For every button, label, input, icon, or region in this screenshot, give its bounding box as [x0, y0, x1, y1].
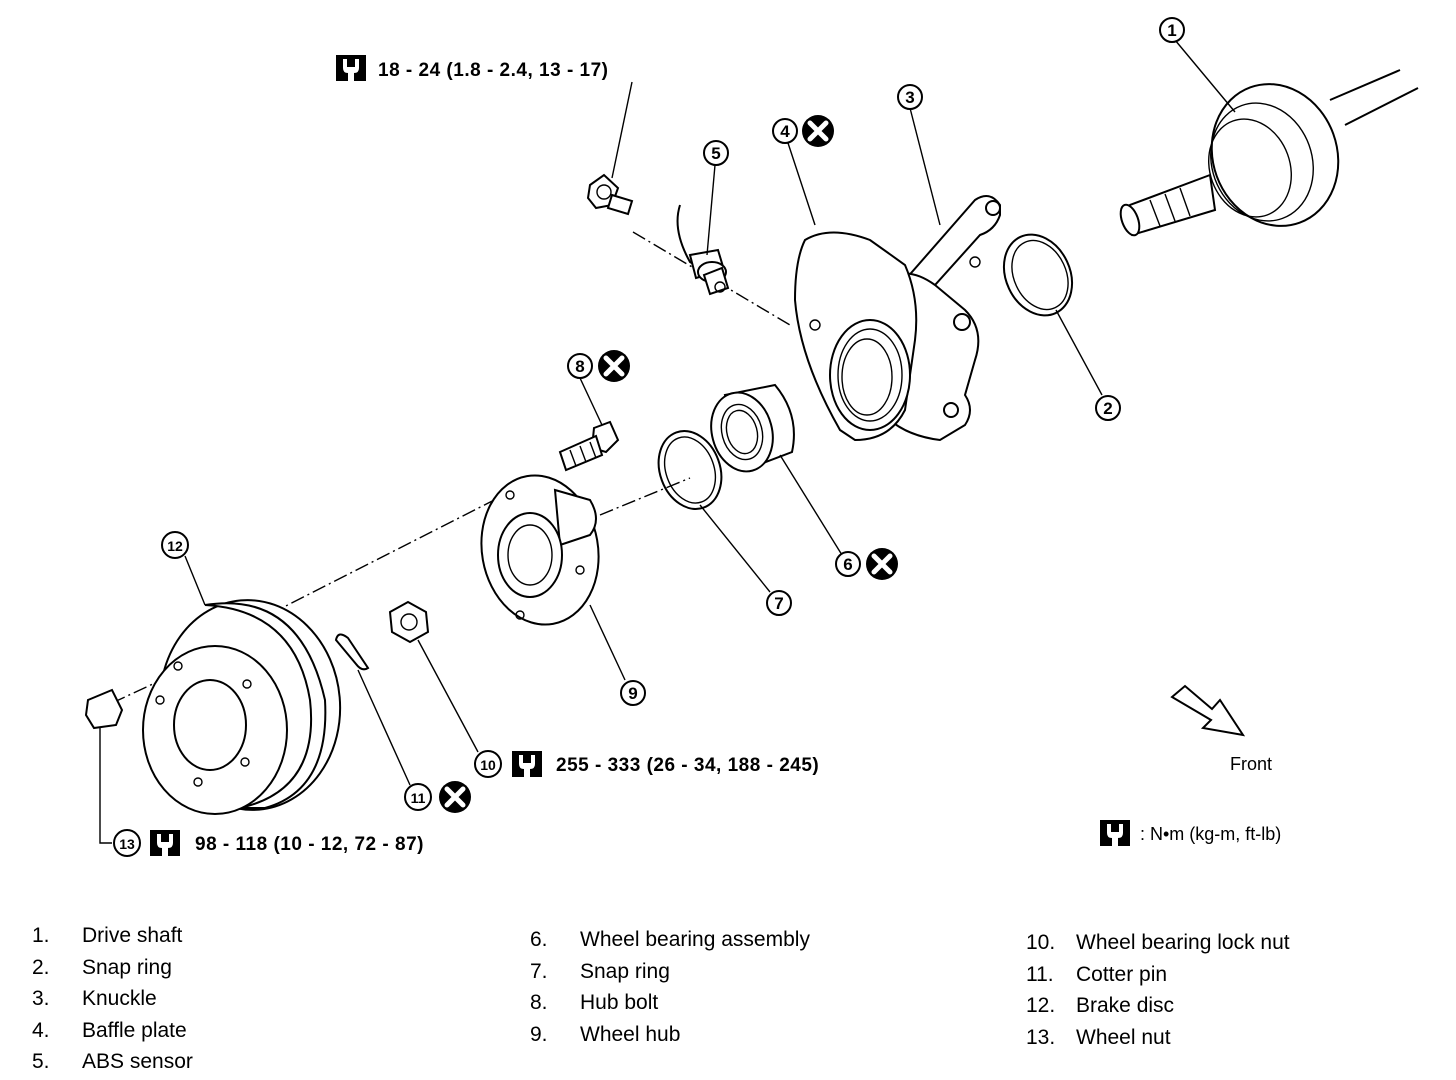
legend-column-2: 6.Wheel bearing assembly 7.Snap ring 8.H…: [530, 924, 810, 1050]
centerline-hub: [269, 491, 511, 615]
callout-10: 10: [474, 750, 502, 778]
wheel-nut-part: [84, 688, 124, 730]
legend-column-1: 1.Drive shaft 2.Snap ring 3.Knuckle 4.Ba…: [32, 920, 193, 1078]
callout-8: 8: [567, 353, 593, 379]
svg-text:2: 2: [1103, 399, 1112, 418]
callout-11: 11: [404, 783, 432, 811]
svg-text:9: 9: [628, 684, 637, 703]
torque-spec-lock-nut: 255 - 333 (26 - 34, 188 - 245): [556, 755, 819, 776]
snap-ring-2-part: [1002, 233, 1074, 317]
legend-item: 4.Baffle plate: [32, 1018, 187, 1042]
svg-text:1: 1: [1167, 21, 1176, 40]
front-label: Front: [1230, 754, 1272, 774]
legend-item: 3.Knuckle: [32, 987, 157, 1010]
brake-disc-part: [142, 599, 342, 815]
callout-4: 4: [772, 118, 798, 144]
legend-column-3: 10.Wheel bearing lock nut 11.Cotter pin …: [1026, 927, 1290, 1053]
callout-2: 2: [1095, 395, 1121, 421]
torque-wrench-icon: [512, 751, 542, 777]
legend-item: 1.Drive shaft: [32, 924, 183, 947]
svg-text:5: 5: [711, 144, 720, 163]
callout-3: 3: [897, 84, 923, 110]
abs-sensor-bolt-part: [586, 173, 634, 216]
abs-sensor-part: [676, 204, 730, 296]
callout-13: 13: [113, 829, 141, 857]
callout-6: 6: [835, 551, 861, 577]
svg-text:12: 12: [167, 538, 183, 554]
do-not-reuse-icon: [866, 548, 898, 580]
legend-item: 12.Brake disc: [1026, 994, 1175, 1017]
legend-item: 6.Wheel bearing assembly: [530, 928, 810, 951]
svg-text:7: 7: [774, 594, 783, 613]
callout-12: 12: [161, 531, 189, 559]
torque-spec-abs-bolt: 18 - 24 (1.8 - 2.4, 13 - 17): [378, 60, 609, 81]
legend-item: 11.Cotter pin: [1026, 962, 1168, 986]
svg-text:6: 6: [843, 555, 852, 574]
svg-text:13: 13: [119, 836, 135, 852]
do-not-reuse-icon: [439, 781, 471, 813]
units-note: : N•m (kg-m, ft-lb): [1140, 824, 1281, 844]
legend-item: 5.ABS sensor: [32, 1050, 193, 1073]
svg-text:10: 10: [480, 757, 496, 773]
callout-7: 7: [766, 590, 792, 616]
do-not-reuse-icon: [598, 350, 630, 382]
cotter-pin-part: [334, 633, 370, 671]
legend-item: 7.Snap ring: [530, 959, 670, 983]
callout-9: 9: [620, 680, 646, 706]
torque-wrench-icon: [1100, 820, 1130, 846]
do-not-reuse-icon: [802, 115, 834, 147]
baffle-plate-part: [793, 231, 918, 442]
hub-bolt-part: [558, 420, 620, 472]
torque-spec-wheel-nut: 98 - 118 (10 - 12, 72 - 87): [195, 834, 424, 855]
legend-item: 9.Wheel hub: [530, 1022, 681, 1046]
svg-text:11: 11: [411, 790, 426, 806]
leader-lines: [99, 39, 1236, 844]
wheel-hub-part: [480, 474, 600, 626]
legend-item: 10.Wheel bearing lock nut: [1026, 931, 1290, 954]
svg-text:3: 3: [905, 88, 914, 107]
legend-item: 8.Hub bolt: [530, 991, 659, 1014]
svg-text:8: 8: [575, 357, 584, 376]
front-arrow-icon: [1170, 684, 1246, 737]
drive-shaft-part: [1119, 69, 1419, 237]
lock-nut-part: [388, 600, 430, 644]
callout-5: 5: [703, 140, 729, 166]
callouts: 1 2 3 4 5 6 7 8 9 10 11 12 13: [113, 17, 1185, 857]
snap-ring-7-part: [657, 430, 723, 510]
callout-1: 1: [1159, 17, 1185, 43]
legend-item: 13.Wheel nut: [1026, 1025, 1171, 1049]
torque-wrench-icon: [150, 830, 180, 856]
wheel-bearing-part: [710, 383, 795, 473]
centerline-ring: [599, 477, 691, 516]
torque-wrench-icon: [336, 55, 366, 81]
legend-item: 2.Snap ring: [32, 955, 172, 979]
svg-text:4: 4: [780, 122, 790, 141]
